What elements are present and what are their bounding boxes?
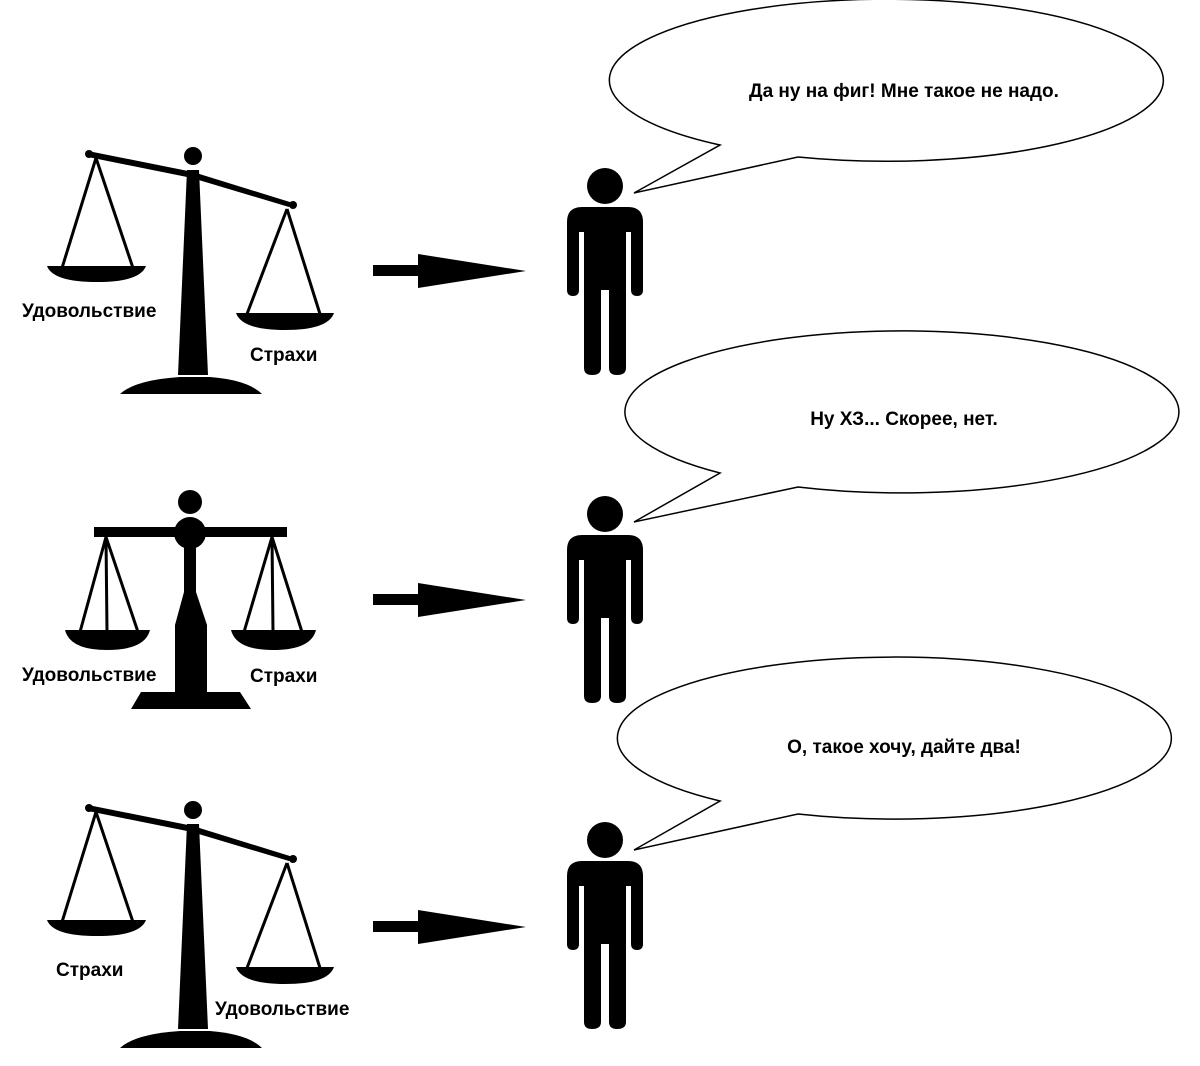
right-pan-label: Удовольствие [215,999,349,1020]
right-arrow-icon [373,254,526,288]
row-3: Страхи Удовольствие О, такое хочу, дайте… [47,656,1173,1048]
balance-scale-icon [47,801,334,1048]
speech-text: О, такое хочу, дайте два! [787,737,1021,758]
person-icon [567,496,643,703]
right-arrow-icon [373,910,526,944]
right-arrow-icon [373,583,526,617]
speech-text: Ну ХЗ... Скорее, нет. [810,409,998,430]
right-pan-label: Страхи [250,666,317,687]
balance-scale-icon [47,147,334,394]
row-1: Удовольствие Страхи Да ну на фиг! Мне та… [22,0,1165,394]
speech-bubble-icon [624,330,1180,523]
person-icon [567,822,643,1029]
speech-text: Да ну на фиг! Мне такое не надо. [749,81,1059,102]
speech-bubble-icon [616,656,1173,851]
balance-scale-icon [65,490,316,709]
speech-bubble-icon [608,0,1165,194]
left-pan-label: Удовольствие [22,301,156,322]
right-pan-label: Страхи [250,345,317,366]
left-pan-label: Страхи [56,960,123,981]
row-2: Удовольствие Страхи Ну ХЗ... Скорее, нет… [22,330,1180,709]
left-pan-label: Удовольствие [22,665,156,686]
person-icon [567,168,643,375]
